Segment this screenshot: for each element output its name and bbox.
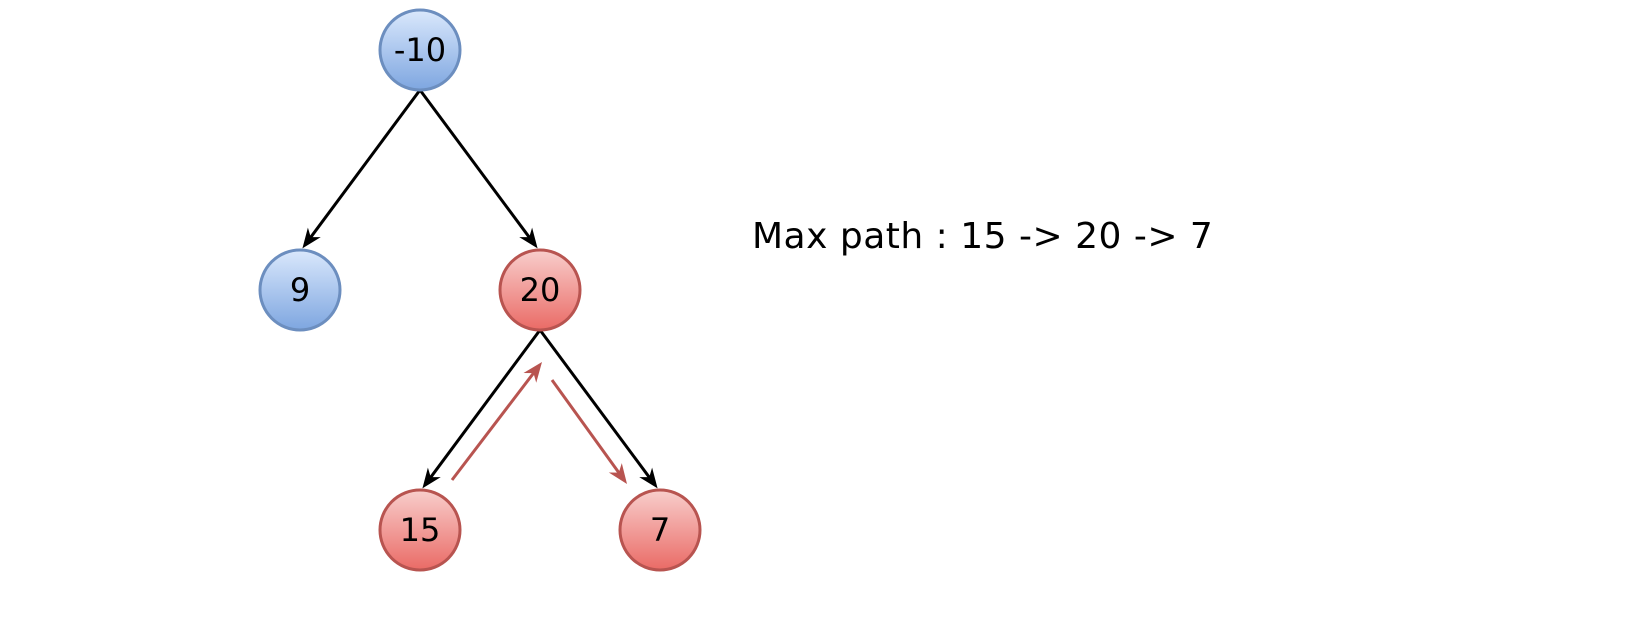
node-value-label: 7	[650, 511, 670, 549]
tree-edge-arrowhead	[519, 227, 538, 249]
max-path-caption: Max path : 15 -> 20 -> 7	[752, 216, 1214, 257]
max-path-arrowhead	[523, 362, 542, 383]
node-value-label: 20	[520, 271, 561, 309]
tree-edge-arrowhead	[639, 467, 658, 489]
node-circle	[258, 248, 342, 332]
tree-edge-root-to-right	[418, 89, 532, 240]
tree-edges	[302, 89, 658, 489]
node-circle	[498, 248, 582, 332]
max-path-arrows	[450, 362, 627, 484]
tree-node-right-left: 15	[378, 488, 462, 572]
tree-nodes: -10 9 20 15 7	[258, 8, 702, 572]
max-path-arrow-right-to-right_right	[550, 379, 622, 476]
tree-edge-arrowhead	[302, 227, 321, 249]
max-path-arrowhead	[608, 463, 627, 484]
node-circle	[378, 488, 462, 572]
tree-node-right: 20	[498, 248, 582, 332]
tree-edge-right-to-right_right	[538, 329, 652, 480]
tree-node-right-right: 7	[618, 488, 702, 572]
tree-edge-right-to-right_left	[428, 329, 542, 480]
node-value-label: -10	[394, 31, 446, 69]
tree-edge-root-to-left	[308, 89, 422, 240]
node-circle	[378, 8, 462, 92]
max-path-arrow-right_left-to-right	[450, 370, 536, 481]
tree-node-root: -10	[378, 8, 462, 92]
node-value-label: 9	[290, 271, 310, 309]
tree-node-left: 9	[258, 248, 342, 332]
node-value-label: 15	[400, 511, 441, 549]
tree-edge-arrowhead	[422, 467, 441, 489]
node-circle	[618, 488, 702, 572]
